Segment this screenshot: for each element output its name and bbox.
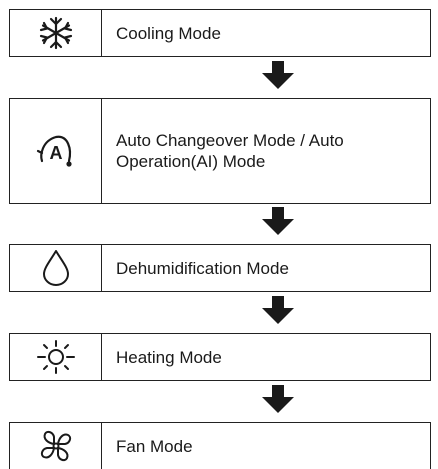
snowflake-icon xyxy=(39,16,72,50)
mode-label-text: Fan Mode xyxy=(116,436,193,456)
down-arrow-icon xyxy=(262,61,294,89)
auto-ai-icon: A xyxy=(36,135,72,167)
mode-label-dehumidification: Dehumidification Mode xyxy=(102,245,430,291)
mode-box-auto: A Auto Changeover Mode / Auto Operation(… xyxy=(9,98,431,204)
mode-box-fan: Fan Mode xyxy=(9,422,431,469)
mode-label-auto: Auto Changeover Mode / Auto Operation(AI… xyxy=(102,99,430,203)
mode-icon-cell xyxy=(10,423,102,469)
down-arrow-icon xyxy=(262,296,294,324)
mode-box-cooling: Cooling Mode xyxy=(9,9,431,57)
mode-label-heating: Heating Mode xyxy=(102,334,430,380)
mode-icon-cell xyxy=(10,245,102,291)
mode-label-text: Heating Mode xyxy=(116,347,222,367)
mode-box-dehumidification: Dehumidification Mode xyxy=(9,244,431,292)
water-drop-icon xyxy=(42,250,69,286)
mode-label-text: Auto Changeover Mode / Auto Operation(AI… xyxy=(116,131,344,171)
down-arrow-icon xyxy=(262,207,294,235)
down-arrow-icon xyxy=(262,385,294,413)
mode-icon-cell xyxy=(10,10,102,56)
auto-icon-letter: A xyxy=(49,143,62,163)
mode-box-heating: Heating Mode xyxy=(9,333,431,381)
fan-icon xyxy=(40,430,71,462)
mode-icon-cell: A xyxy=(10,99,102,203)
mode-label-text: Cooling Mode xyxy=(116,23,221,43)
sun-icon xyxy=(36,340,75,374)
mode-icon-cell xyxy=(10,334,102,380)
mode-label-fan: Fan Mode xyxy=(102,423,430,469)
mode-label-cooling: Cooling Mode xyxy=(102,10,430,56)
mode-label-text: Dehumidification Mode xyxy=(116,258,289,278)
